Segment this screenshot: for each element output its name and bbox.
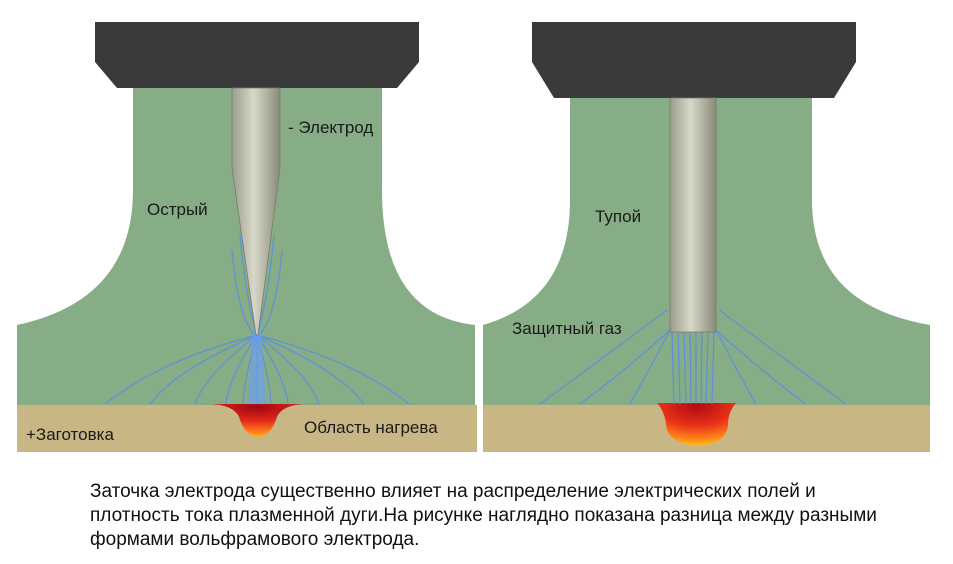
left-arc-column [248, 330, 266, 404]
heat-zone-label: Область нагрева [304, 418, 438, 437]
right-heat-zone [657, 403, 736, 446]
right-field-lines [539, 309, 847, 405]
right-panel [483, 22, 930, 452]
left-panel [17, 22, 477, 452]
left-sharp-electrode [231, 87, 281, 336]
caption: Заточка электрода существенно влияет на … [90, 481, 877, 550]
left-heat-zone [196, 403, 318, 437]
right-blunt-electrode [669, 97, 717, 333]
welding-diagram [17, 22, 930, 452]
blunt-shape-label: Тупой [595, 207, 642, 226]
sharp-shape-label: Острый [147, 200, 208, 219]
right-nozzle [532, 22, 856, 98]
shielding-gas-label: Защитный газ [512, 319, 622, 338]
workpiece-label: +Заготовка [26, 425, 114, 444]
electrode-label: - Электрод [288, 118, 374, 137]
left-nozzle [95, 22, 419, 88]
